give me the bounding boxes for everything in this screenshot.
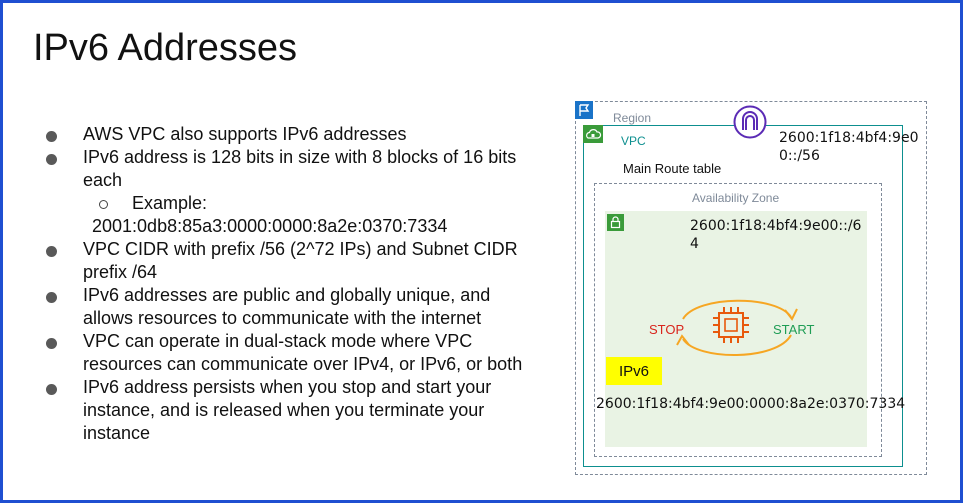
- bullet-item: AWS VPC also supports IPv6 addresses: [43, 123, 543, 146]
- bullet-dot-icon: [46, 131, 57, 142]
- region-label: Region: [613, 111, 652, 125]
- instance-ipv6-address: 2600:1f18:4bf4:9e00:0000:8a2e:0370:7334: [596, 396, 906, 412]
- bullet-text: VPC can operate in dual-stack mode where…: [83, 331, 523, 374]
- slide-title: IPv6 Addresses: [33, 27, 298, 69]
- bullet-text: IPv6 address persists when you stop and …: [83, 377, 492, 443]
- flag-icon: [575, 101, 593, 119]
- bullet-text: IPv6 address is 128 bits in size with 8 …: [83, 147, 517, 190]
- bullet-text: VPC CIDR with prefix /56 (2^72 IPs) and …: [83, 239, 518, 282]
- ipv6-badge: IPv6: [606, 357, 662, 385]
- bullet-list: AWS VPC also supports IPv6 addresses IPv…: [43, 123, 543, 445]
- bullet-dot-icon: [46, 246, 57, 257]
- stop-label: STOP: [649, 322, 685, 337]
- sub-bullet-value: 2001:0db8:85a3:0000:0000:8a2e:0370:7334: [92, 216, 448, 236]
- start-label: START: [773, 322, 815, 337]
- vpc-label: VPC: [621, 134, 646, 148]
- availability-zone-label: Availability Zone: [692, 191, 780, 205]
- bullet-item: IPv6 address is 128 bits in size with 8 …: [43, 146, 543, 192]
- sub-bullet-item: Example: 2001:0db8:85a3:0000:0000:8a2e:0…: [43, 192, 543, 238]
- region-boundary: [575, 101, 927, 475]
- availability-zone-boundary: [594, 183, 882, 457]
- bullet-item: IPv6 address persists when you stop and …: [43, 376, 543, 445]
- ipv6-architecture-diagram: Region VPC 2600:1f18:4bf4:9e00::/56 Main…: [563, 93, 943, 493]
- vpc-cidr-text: 2600:1f18:4bf4:9e00::/56: [779, 130, 919, 164]
- cpu-chip-icon: [709, 303, 753, 347]
- stop-start-cycle-arrows-icon: [667, 289, 807, 365]
- lock-icon: [607, 214, 624, 231]
- subnet-cidr-text: 2600:1f18:4bf4:9e00::/64: [690, 218, 862, 252]
- sub-bullet-label: Example:: [132, 193, 208, 213]
- bullet-item: VPC CIDR with prefix /56 (2^72 IPs) and …: [43, 238, 543, 284]
- bullet-item: IPv6 addresses are public and globally u…: [43, 284, 543, 330]
- route-table-label: Main Route table: [623, 161, 722, 176]
- internet-gateway-icon: [733, 105, 767, 139]
- bullet-dot-icon: [46, 154, 57, 165]
- subnet-box: [605, 211, 867, 447]
- bullet-text: AWS VPC also supports IPv6 addresses: [83, 124, 407, 144]
- bullet-dot-icon: [46, 292, 57, 303]
- cloud-lock-icon: [583, 125, 603, 143]
- bullet-item: VPC can operate in dual-stack mode where…: [43, 330, 543, 376]
- bullet-text: IPv6 addresses are public and globally u…: [83, 285, 491, 328]
- bullet-dot-icon: [46, 384, 57, 395]
- bullet-dot-icon: [46, 338, 57, 349]
- sub-bullet-ring-icon: [99, 200, 108, 209]
